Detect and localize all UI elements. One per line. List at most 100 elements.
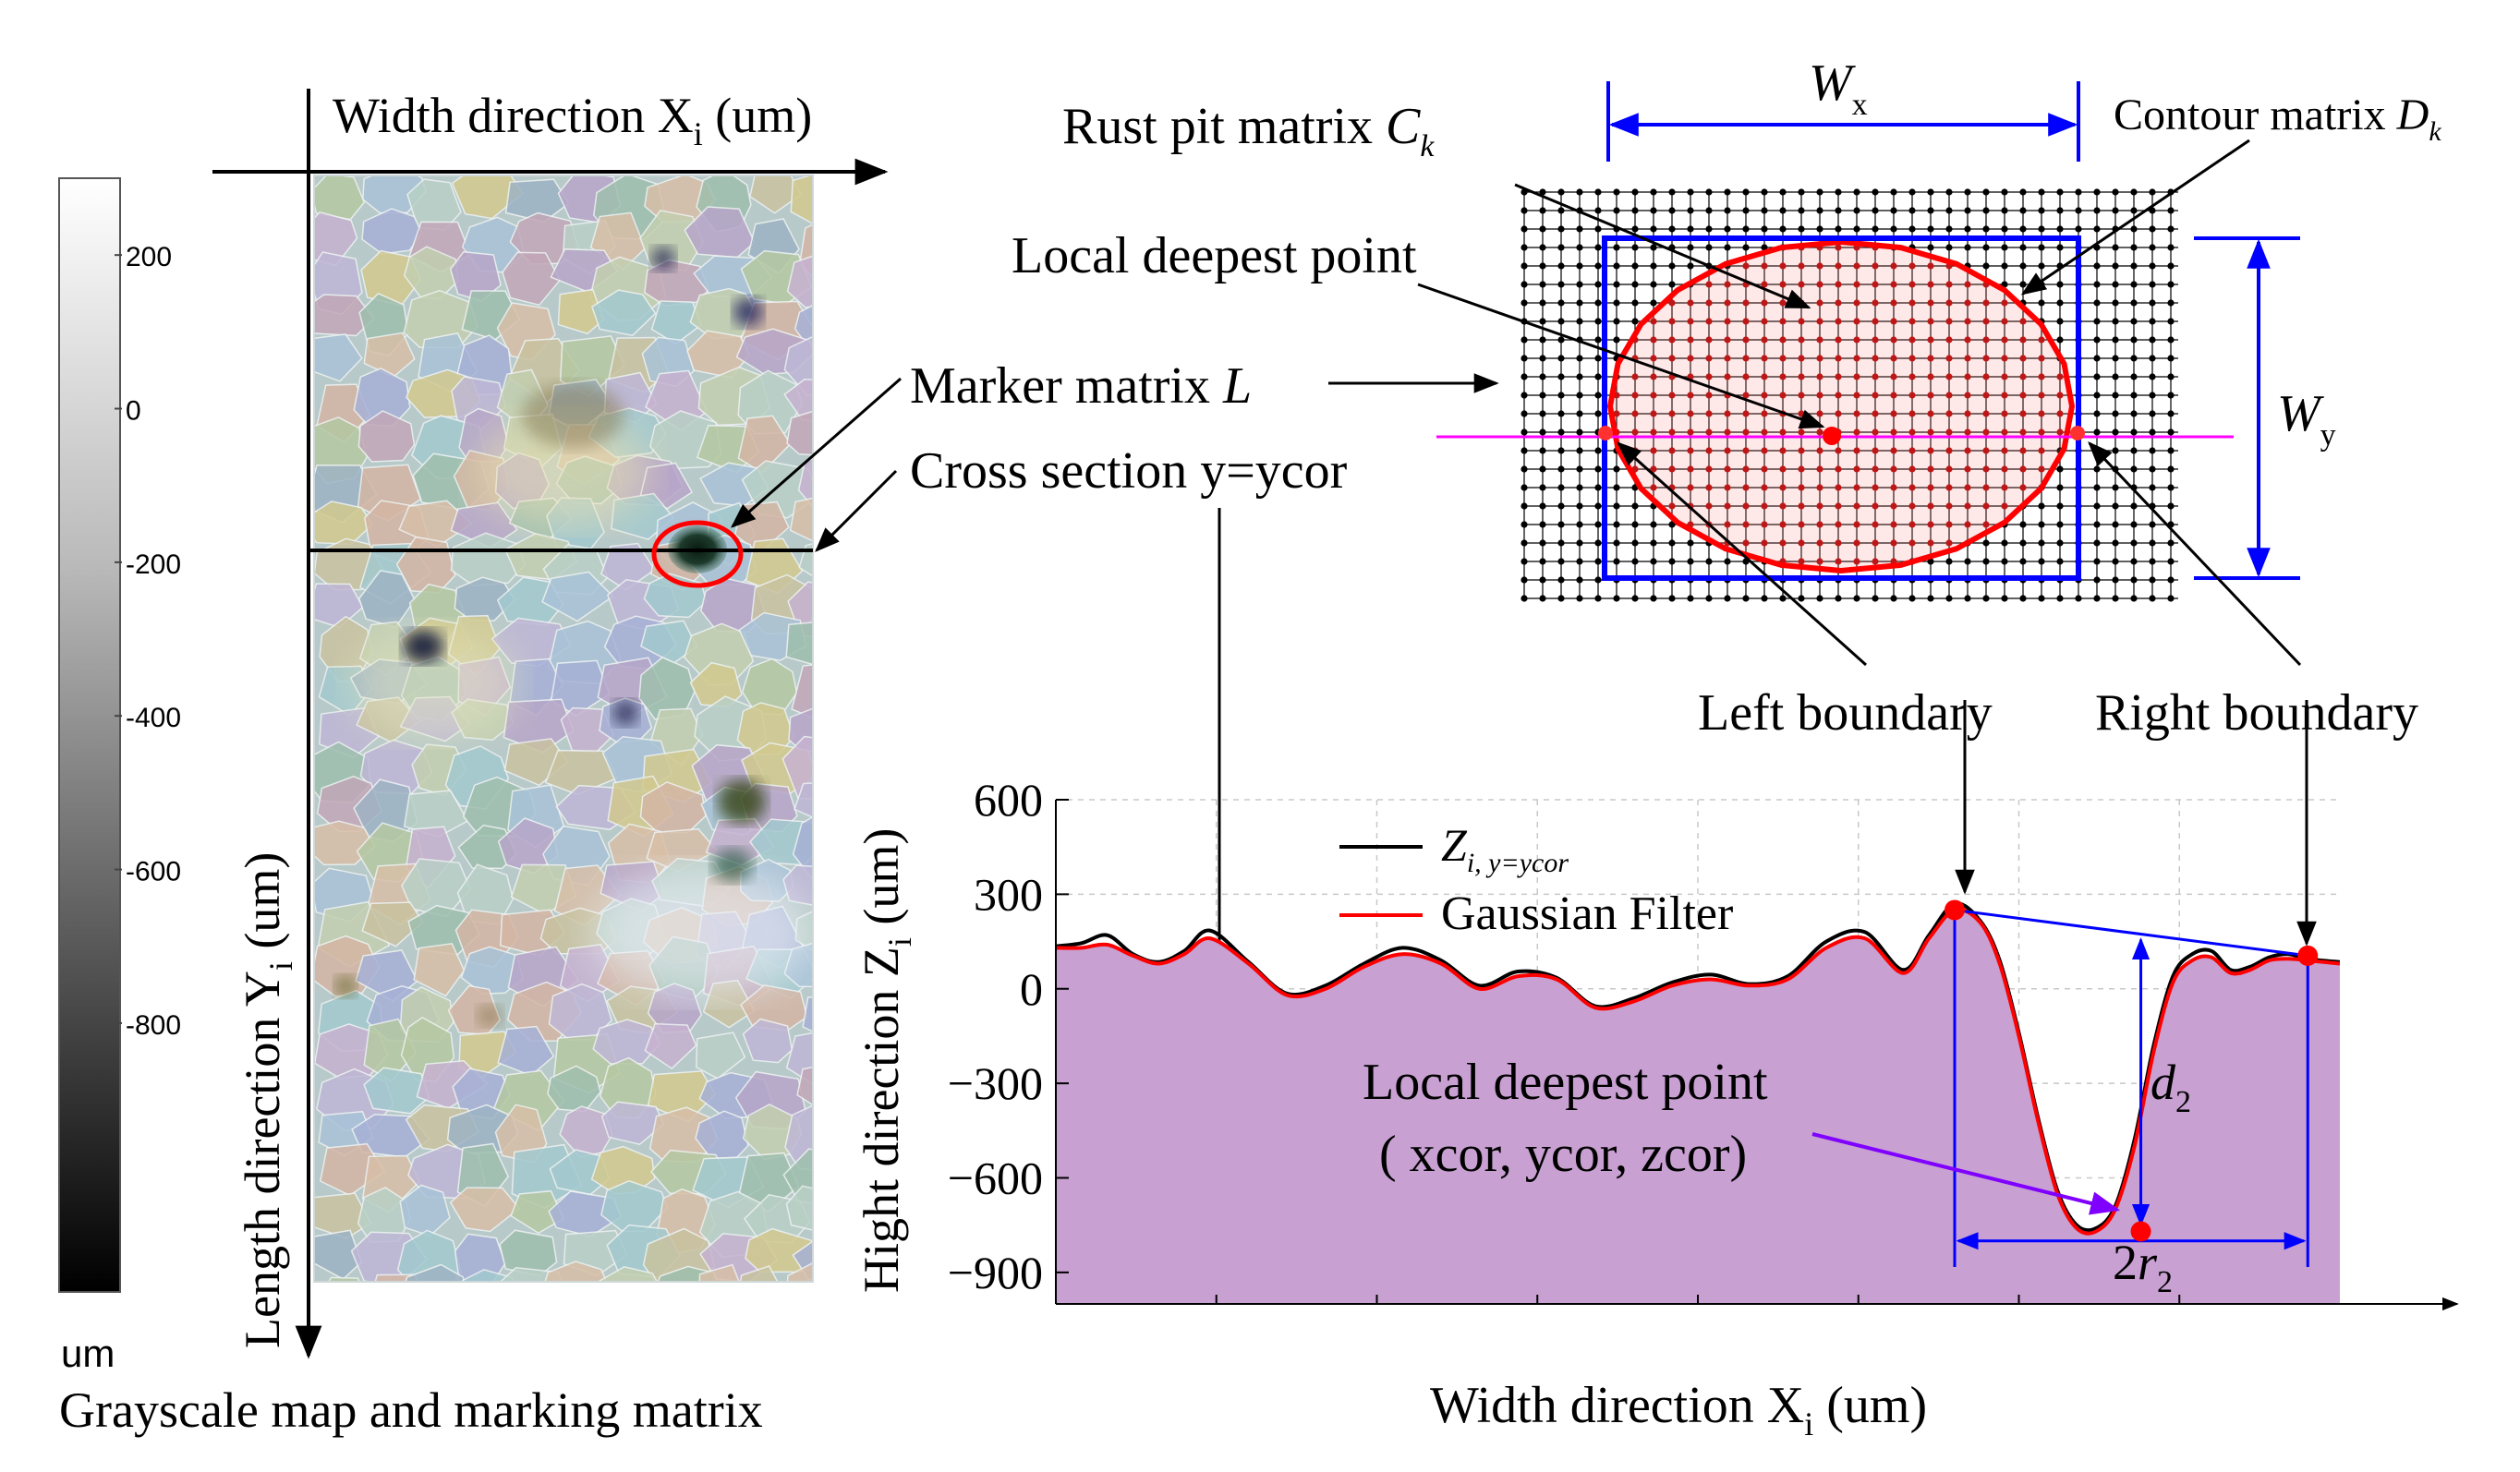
grid-dot [1576,576,1583,584]
pit-dot [1945,355,1953,362]
grid-dot [2112,410,2119,417]
grid-dot [1705,595,1713,602]
map-grain [314,175,366,221]
grid-dot [2038,539,2045,547]
grid-dot [1539,355,1546,362]
grid-dot [2019,281,2027,288]
grid-dot [1520,502,1528,510]
map-grain [363,332,416,379]
pit-dot [1816,502,1823,510]
pit-dot [1761,299,1768,307]
grid-dot [2167,410,2175,417]
pit-dot [1724,318,1731,325]
grid-dot [2149,225,2156,233]
map-grain [600,1101,665,1146]
pit-dot [1668,355,1676,362]
pit-dot [1945,539,1953,547]
grid-dot [1557,484,1565,491]
grid-dot [2112,428,2119,436]
pit-dot [2001,484,2008,491]
grid-dot [2130,465,2138,473]
pit-dot [1631,373,1639,380]
pit-dot [1835,502,1842,510]
pit-dot [1964,373,1971,380]
pit-dot [1853,299,1860,307]
grid-dot [2038,225,2045,233]
grid-dot [2056,207,2064,214]
pit-dot [1853,392,1860,399]
grid-dot [1650,299,1657,307]
grid-dot [1594,410,1602,417]
pit-dot [1779,373,1787,380]
pit-dot [1908,355,1916,362]
pit-dot [1890,318,1897,325]
grid-dot [1539,521,1546,528]
grid-dot [1520,447,1528,454]
map-grain [797,457,813,508]
grid-dot [2112,539,2119,547]
pit-dot [1798,447,1805,454]
pit-dot [2001,410,2008,417]
grid-dot [1594,484,1602,491]
gaussian-filter-line [1056,907,2340,1236]
pit-dot [1945,336,1953,344]
grid-dot [1557,244,1565,251]
map-grain [792,815,813,881]
grid-dot [2093,392,2101,399]
grid-dot [2038,502,2045,510]
pit-dot [1982,502,1990,510]
grid-dot [2038,558,2045,565]
pit-dot [1964,521,1971,528]
grid-dot [1539,539,1546,547]
pit-dot [1853,355,1860,362]
grid-dot [2112,392,2119,399]
pit-dot [1742,392,1750,399]
map-grain [786,255,813,308]
grid-dot [1705,244,1713,251]
grid-dot [2056,502,2064,510]
grid-dot [2167,373,2175,380]
pit-dot [2001,392,2008,399]
pit-dot [1908,318,1916,325]
grid-dot [2130,318,2138,325]
pit-dot [1687,355,1694,362]
grid-dot [1520,373,1528,380]
grid-dot [1872,188,1879,196]
grid-dot [1576,281,1583,288]
pit-dot [1927,336,1934,344]
pit-dot [1668,299,1676,307]
grid-dot [2112,502,2119,510]
pit-dot [1872,484,1879,491]
pit-dot [1945,281,1953,288]
pit-dot [1631,428,1639,436]
grid-dot [2093,595,2101,602]
grid-dot [2112,484,2119,491]
grid-dot [2130,502,2138,510]
pit-dot [2056,373,2064,380]
grid-dot [1613,262,1620,270]
grid-dot [2167,428,2175,436]
grid-dot [1520,465,1528,473]
map-grain [785,1185,813,1231]
grid-dot [2056,539,2064,547]
pit-dot [1982,428,1990,436]
grid-dot [2149,539,2156,547]
pit-dot [1945,428,1953,436]
grid-dot [1964,188,1971,196]
grid-dot [1539,281,1546,288]
pit-dot [1742,318,1750,325]
grid-dot [1872,225,1879,233]
pit-dot [1872,262,1879,270]
grid-dot [1631,558,1639,565]
pit-dot [1890,262,1897,270]
pit-dot [1982,465,1990,473]
pit-dot [2019,373,2027,380]
grid-dot [1724,244,1731,251]
grid-dot [2056,318,2064,325]
pit-dot [1835,336,1842,344]
pit-dot [2019,392,2027,399]
grid-dot [2093,465,2101,473]
grid-dot [2149,521,2156,528]
grid-dot [1613,244,1620,251]
grid-dot [1539,225,1546,233]
